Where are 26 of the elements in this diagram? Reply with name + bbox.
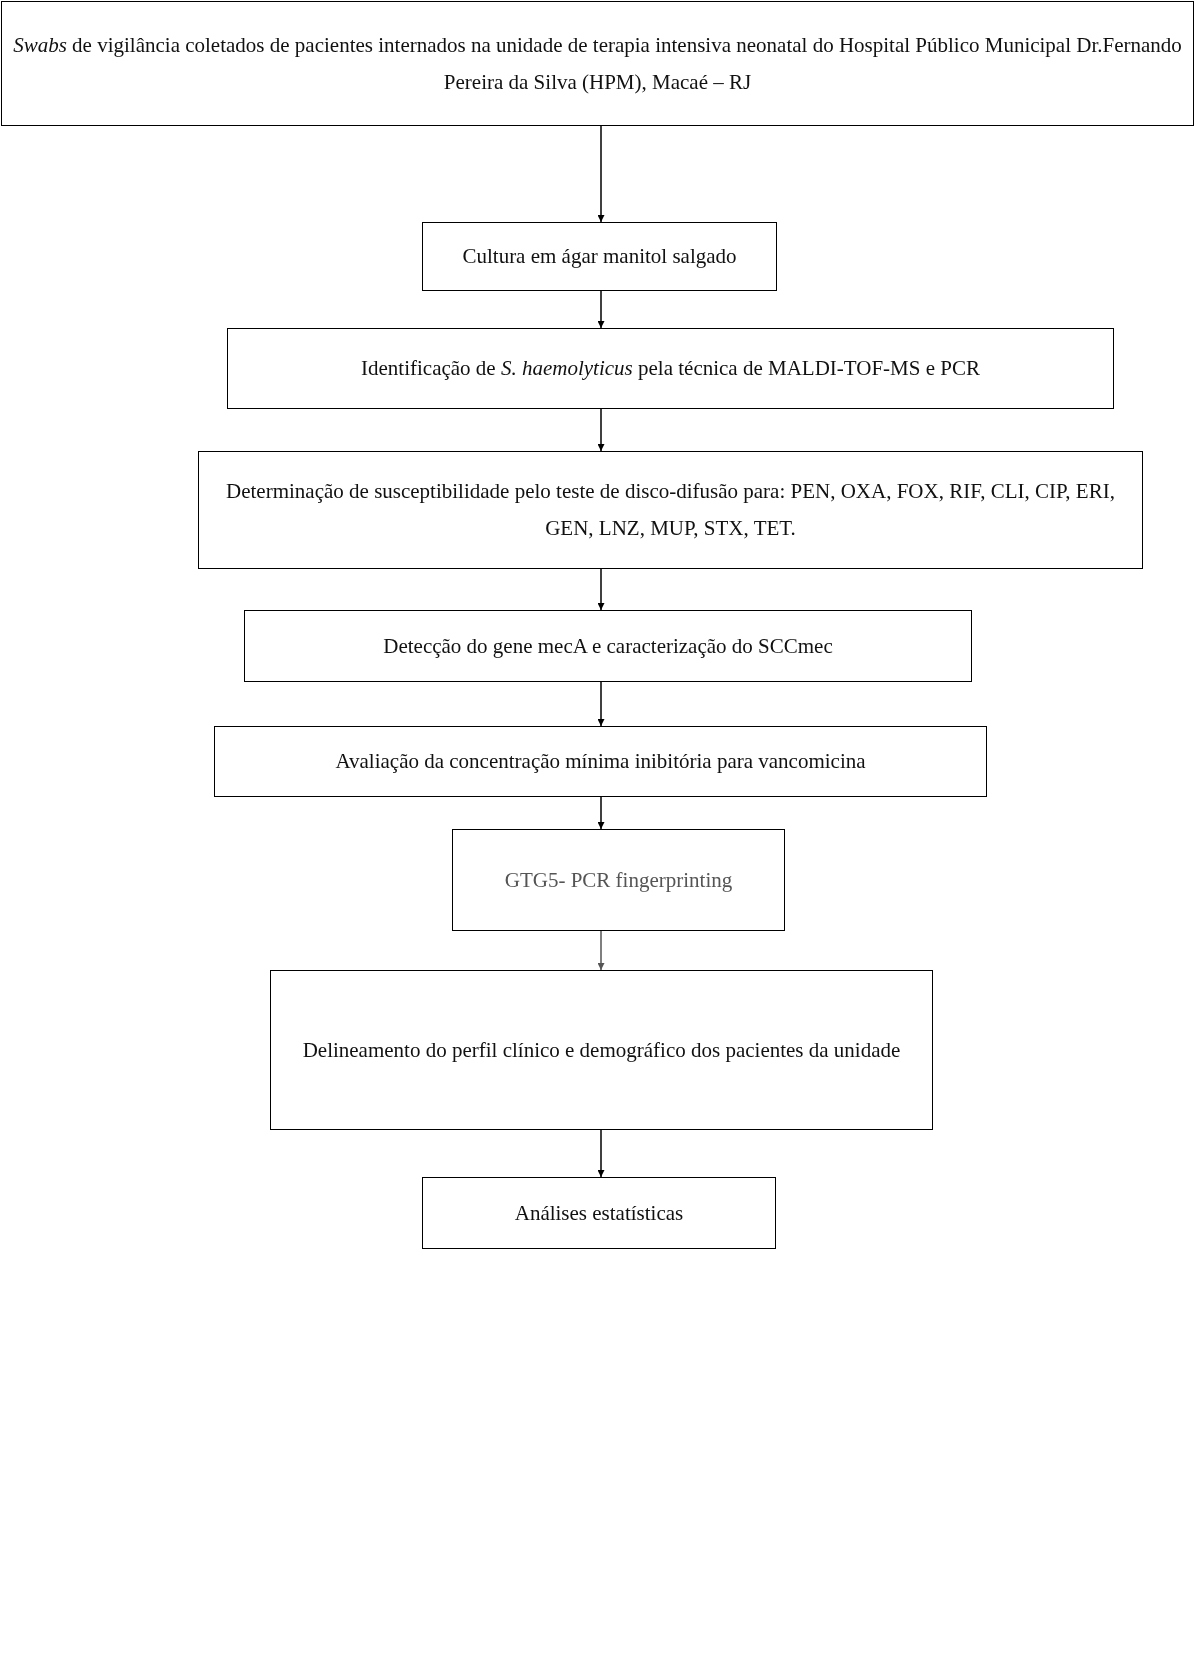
process-box (214, 726, 987, 797)
process-box (1, 1, 1194, 126)
process-box (452, 829, 785, 931)
arrow (597, 568, 605, 611)
step-text: Determinação de susceptibilidade pelo teste de disco-difusão para: PEN, OXA, FOX, RIF, CLI, CIP, ERI, GEN, LNZ, MUP, STX, TET. (225, 478, 1116, 542)
step-text: Delineamento do perfil clínico e demográfico dos pacientes da unidade (302, 1036, 901, 1064)
step-text: GTG5- PCR fingerprinting (504, 866, 733, 894)
step-text: Swabs de vigilância coletados de pacientes internados na unidade de terapia intensiva neonatal do Hospital Público Municipal Dr.Fernando Pereira da Silva (HPM), Macaé – RJ (12, 31, 1183, 96)
process-box (270, 970, 933, 1130)
process-box (422, 1177, 776, 1249)
step-text: Análises estatísticas (514, 1199, 684, 1227)
step-text: Identificação de S. haemolyticus pela técnica de MALDI-TOF-MS e PCR (361, 355, 980, 383)
step-text: Cultura em ágar manitol salgado (462, 243, 737, 271)
arrow (597, 681, 605, 727)
arrow (597, 125, 605, 223)
arrow (597, 796, 605, 830)
step-text: Avaliação da concentração mínima inibitória para vancomicina (335, 748, 866, 776)
step-text: Detecção do gene mecA e caracterização do SCCmec (383, 632, 833, 660)
arrow (597, 930, 605, 971)
process-box (422, 222, 777, 291)
arrow (597, 408, 605, 452)
process-box (244, 610, 972, 682)
process-box (198, 451, 1143, 569)
arrow (597, 1129, 605, 1178)
arrow (597, 290, 605, 329)
process-box (227, 328, 1114, 409)
